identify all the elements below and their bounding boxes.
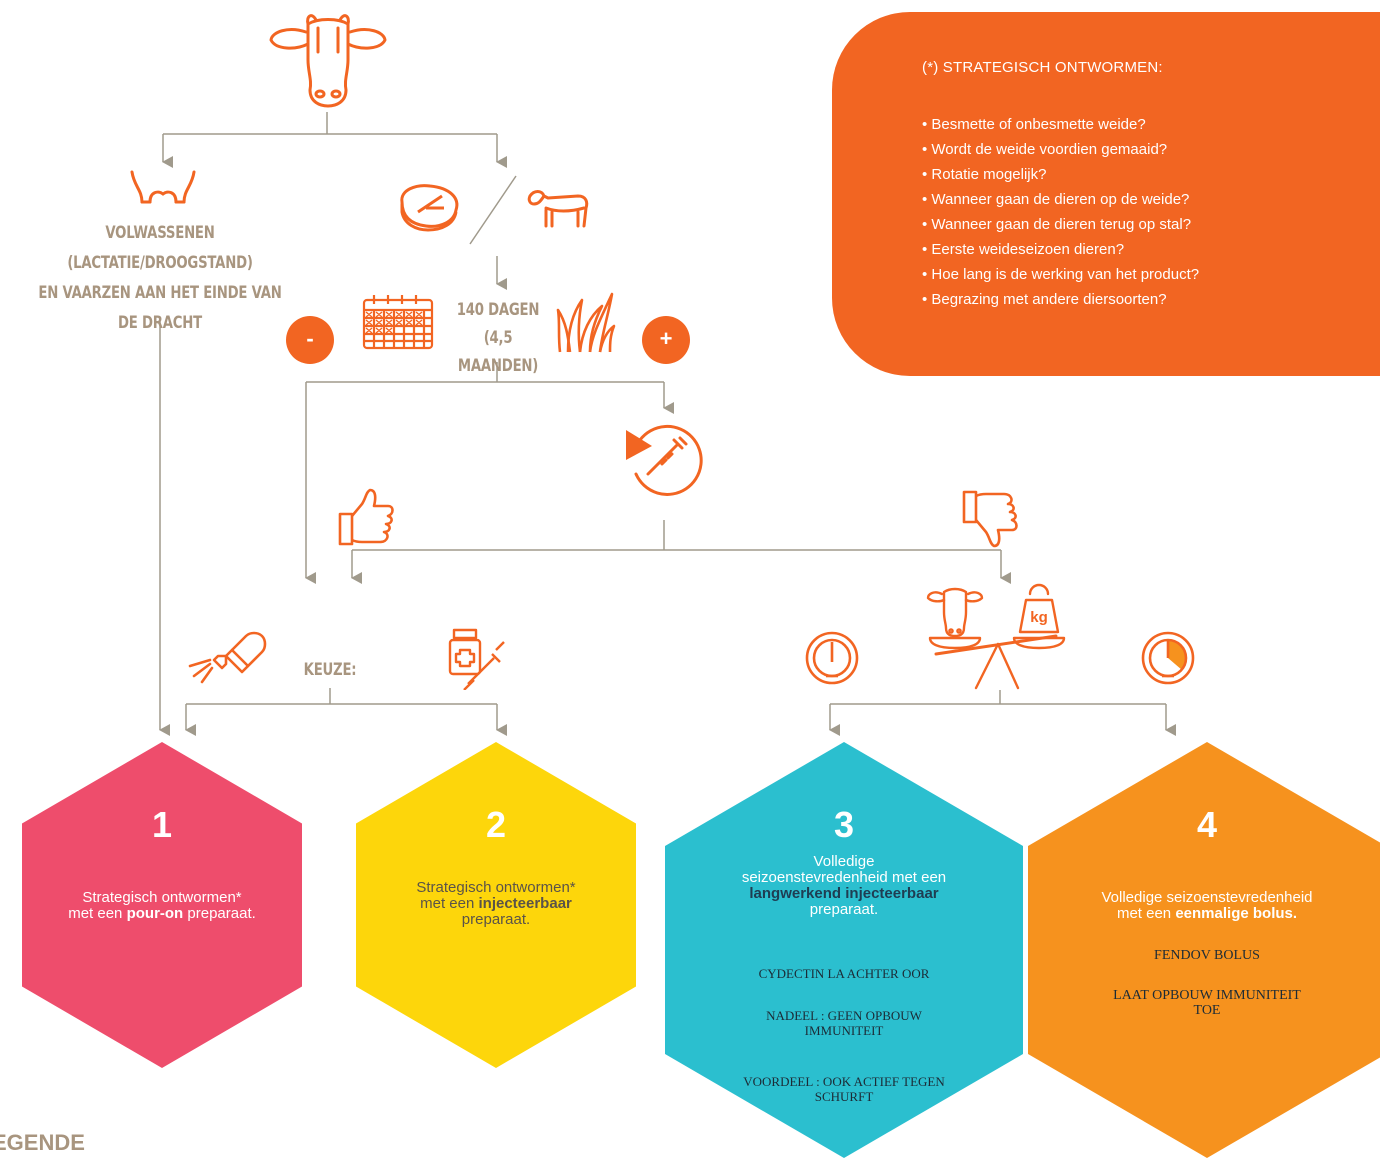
list-item: Rotatie mogelijk? <box>922 162 1199 187</box>
option-1-line2: met een pour-on preparaat. <box>68 905 256 922</box>
list-item: Wanneer gaan de dieren terug op stal? <box>922 212 1199 237</box>
list-item: Eerste weideseizoen dieren? <box>922 237 1199 262</box>
option-3-advantage: VOORDEEL : OOK ACTIEF TEGEN SCHURFT <box>743 1074 945 1104</box>
timer-gauge-icon <box>1141 631 1195 685</box>
list-item: Wanneer gaan de dieren op de weide? <box>922 187 1199 212</box>
strategic-deworming-box: (*) STRATEGISCH ONTWORMEN: Besmette of o… <box>832 12 1380 376</box>
option-4-line2: met een eenmalige bolus. <box>1116 905 1298 922</box>
option-3-number: 3 <box>833 804 855 845</box>
adults-label-line2: EN VAARZEN AAN HET EINDE VAN DE DRACHT <box>38 283 282 333</box>
option-2-number: 2 <box>485 804 507 845</box>
option-4-text: Volledige seizoenstevredenheid met een e… <box>1028 890 1380 922</box>
repeat-syringe-icon <box>626 424 703 496</box>
option-3-line4: preparaat. <box>809 901 879 918</box>
legend-heading: EGENDE <box>0 1130 85 1155</box>
steak-icon <box>400 184 459 232</box>
injectable-bottle-icon <box>448 628 505 690</box>
option-4-note: LAAT OPBOUW IMMUNITEIT TOE <box>1113 988 1301 1018</box>
calf-icon <box>527 190 589 228</box>
list-item: Hoe lang is de werking van het product? <box>922 262 1199 287</box>
adults-label: VOLWASSENEN (LACTATIE/DROOGSTAND) EN VAA… <box>35 218 285 338</box>
option-2-line1: Strategisch ontwormen* <box>416 879 576 896</box>
days-label-line2: (4,5 MAANDEN) <box>457 328 539 376</box>
kg-label: kg <box>1030 609 1048 626</box>
option-2-line3: preparaat. <box>461 911 531 928</box>
gauge-icon <box>805 631 859 685</box>
option-1-line1: Strategisch ontwormen* <box>82 889 242 906</box>
option-2-line2: met een injecteerbaar <box>420 895 572 912</box>
option-3-product: CYDECTIN LA ACHTER OOR <box>758 966 930 981</box>
thumbs-down-icon <box>962 490 1018 548</box>
days-label: 140 DAGEN (4,5 MAANDEN) <box>450 296 547 380</box>
pour-on-icon <box>188 631 267 684</box>
option-4-product: FENDOV BOLUS <box>1154 948 1260 963</box>
option-1-text: Strategisch ontwormen* met een pour-on p… <box>22 890 302 922</box>
adults-label-line1: VOLWASSENEN (LACTATIE/DROOGSTAND) <box>67 223 253 273</box>
option-1-number: 1 <box>151 804 173 845</box>
option-3-line1: Volledige <box>813 853 875 870</box>
list-item: Wordt de weide voordien gemaaid? <box>922 137 1199 162</box>
option-4-line1: Volledige seizoenstevredenheid <box>1101 889 1313 906</box>
option-3-disadvantage: NADEEL : GEEN OPBOUW IMMUNITEIT <box>766 1008 922 1038</box>
choice-label: KEUZE: <box>303 660 357 680</box>
plus-badge: + <box>642 316 690 364</box>
list-item: Begrazing met andere diersoorten? <box>922 287 1199 312</box>
option-4-number: 4 <box>1196 804 1218 845</box>
strategic-box-title: (*) STRATEGISCH ONTWORMEN: <box>922 59 1163 76</box>
calendar-icon <box>362 295 434 350</box>
balance-scale-icon: kg <box>926 583 1066 690</box>
option-3-text: Volledige seizoenstevredenheid met een l… <box>665 854 1023 918</box>
strategic-box-list: Besmette of onbesmette weide? Wordt de w… <box>922 112 1199 312</box>
grass-icon <box>556 292 616 353</box>
udder-icon <box>130 170 196 204</box>
minus-badge: - <box>286 316 334 364</box>
days-label-line1: 140 DAGEN <box>456 300 540 320</box>
option-3-line3: langwerkend injecteerbaar <box>749 885 939 902</box>
thumbs-up-icon <box>338 488 394 546</box>
option-2-text: Strategisch ontwormen* met een injecteer… <box>356 880 636 928</box>
list-item: Besmette of onbesmette weide? <box>922 112 1199 137</box>
cow-head-icon <box>269 14 387 108</box>
option-3-line2: seizoenstevredenheid met een <box>741 869 947 886</box>
